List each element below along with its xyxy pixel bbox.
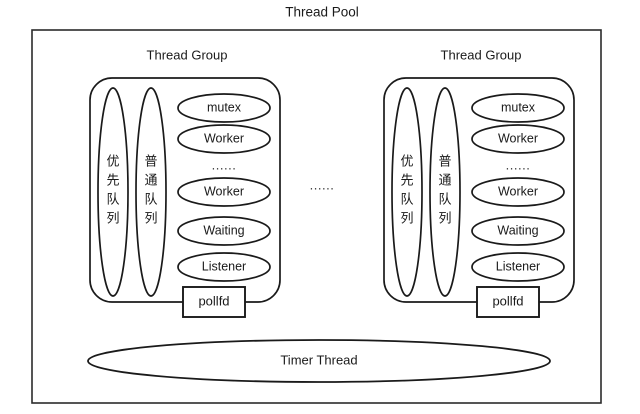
priority-queue-right: 优 先 队 列 bbox=[391, 87, 423, 297]
pollfd-box-right: pollfd bbox=[476, 286, 540, 318]
thread-node-left-waiting: Waiting bbox=[177, 216, 271, 246]
thread-node-right-worker-2-label: Worker bbox=[498, 184, 538, 198]
normal-queue-right-char-3: 列 bbox=[438, 212, 451, 227]
thread-node-right-listener: Listener bbox=[471, 252, 565, 282]
thread-node-right-ellipsis: ...... bbox=[506, 157, 531, 172]
pollfd-box-left-label: pollfd bbox=[198, 293, 229, 308]
page-title: Thread Pool bbox=[285, 5, 359, 20]
thread-node-right-worker-2: Worker bbox=[471, 177, 565, 207]
pollfd-box-left: pollfd bbox=[182, 286, 246, 318]
thread-node-right-worker-1-label: Worker bbox=[498, 131, 538, 145]
priority-queue-right-char-0: 优 bbox=[400, 155, 413, 170]
thread-node-left-mutex: mutex bbox=[177, 93, 271, 123]
normal-queue-left-char-0: 普 bbox=[144, 155, 157, 170]
thread-group-left-title: Thread Group bbox=[147, 47, 228, 62]
normal-queue-left: 普 通 队 列 bbox=[135, 87, 167, 297]
normal-queue-right-char-1: 通 bbox=[438, 174, 451, 189]
thread-node-left-mutex-label: mutex bbox=[207, 100, 242, 114]
normal-queue-left-char-1: 通 bbox=[144, 174, 157, 189]
pollfd-box-right-label: pollfd bbox=[492, 293, 523, 308]
normal-queue-left-char-3: 列 bbox=[144, 212, 157, 227]
priority-queue-left-char-0: 优 bbox=[106, 155, 119, 170]
priority-queue-right-char-3: 列 bbox=[400, 212, 413, 227]
thread-node-left-worker-1-label: Worker bbox=[204, 131, 244, 145]
thread-node-left-ellipsis: ...... bbox=[212, 157, 237, 172]
thread-group-right: Thread Group 优 先 队 列 普 通 队 列 mutex bbox=[383, 47, 575, 318]
thread-node-left-worker-2-label: Worker bbox=[204, 184, 244, 198]
groups-ellipsis: ...... bbox=[310, 177, 335, 192]
timer-thread: Timer Thread bbox=[87, 339, 551, 383]
normal-queue-left-char-2: 队 bbox=[144, 193, 157, 208]
normal-queue-right-char-2: 队 bbox=[438, 193, 451, 208]
thread-node-right-waiting-label: Waiting bbox=[497, 223, 538, 237]
thread-node-right-mutex-label: mutex bbox=[501, 100, 536, 114]
thread-node-right-mutex: mutex bbox=[471, 93, 565, 123]
thread-node-left-listener-label: Listener bbox=[202, 259, 246, 273]
normal-queue-right-char-0: 普 bbox=[438, 155, 451, 170]
thread-node-left-worker-2: Worker bbox=[177, 177, 271, 207]
priority-queue-left-char-1: 先 bbox=[106, 174, 119, 189]
normal-queue-right: 普 通 队 列 bbox=[429, 87, 461, 297]
thread-group-right-title: Thread Group bbox=[441, 47, 522, 62]
thread-node-right-waiting: Waiting bbox=[471, 216, 565, 246]
priority-queue-right-char-1: 先 bbox=[400, 174, 413, 189]
thread-node-left-listener: Listener bbox=[177, 252, 271, 282]
thread-node-left-waiting-label: Waiting bbox=[203, 223, 244, 237]
priority-queue-left-char-3: 列 bbox=[106, 212, 119, 227]
thread-node-right-worker-1: Worker bbox=[471, 124, 565, 154]
priority-queue-right-char-2: 队 bbox=[400, 193, 413, 208]
priority-queue-left-char-2: 队 bbox=[106, 193, 119, 208]
thread-group-left: Thread Group 优 先 队 列 普 通 队 列 mutex bbox=[89, 47, 281, 318]
timer-thread-label: Timer Thread bbox=[280, 352, 357, 367]
thread-node-right-listener-label: Listener bbox=[496, 259, 540, 273]
priority-queue-left: 优 先 队 列 bbox=[97, 87, 129, 297]
thread-node-left-worker-1: Worker bbox=[177, 124, 271, 154]
